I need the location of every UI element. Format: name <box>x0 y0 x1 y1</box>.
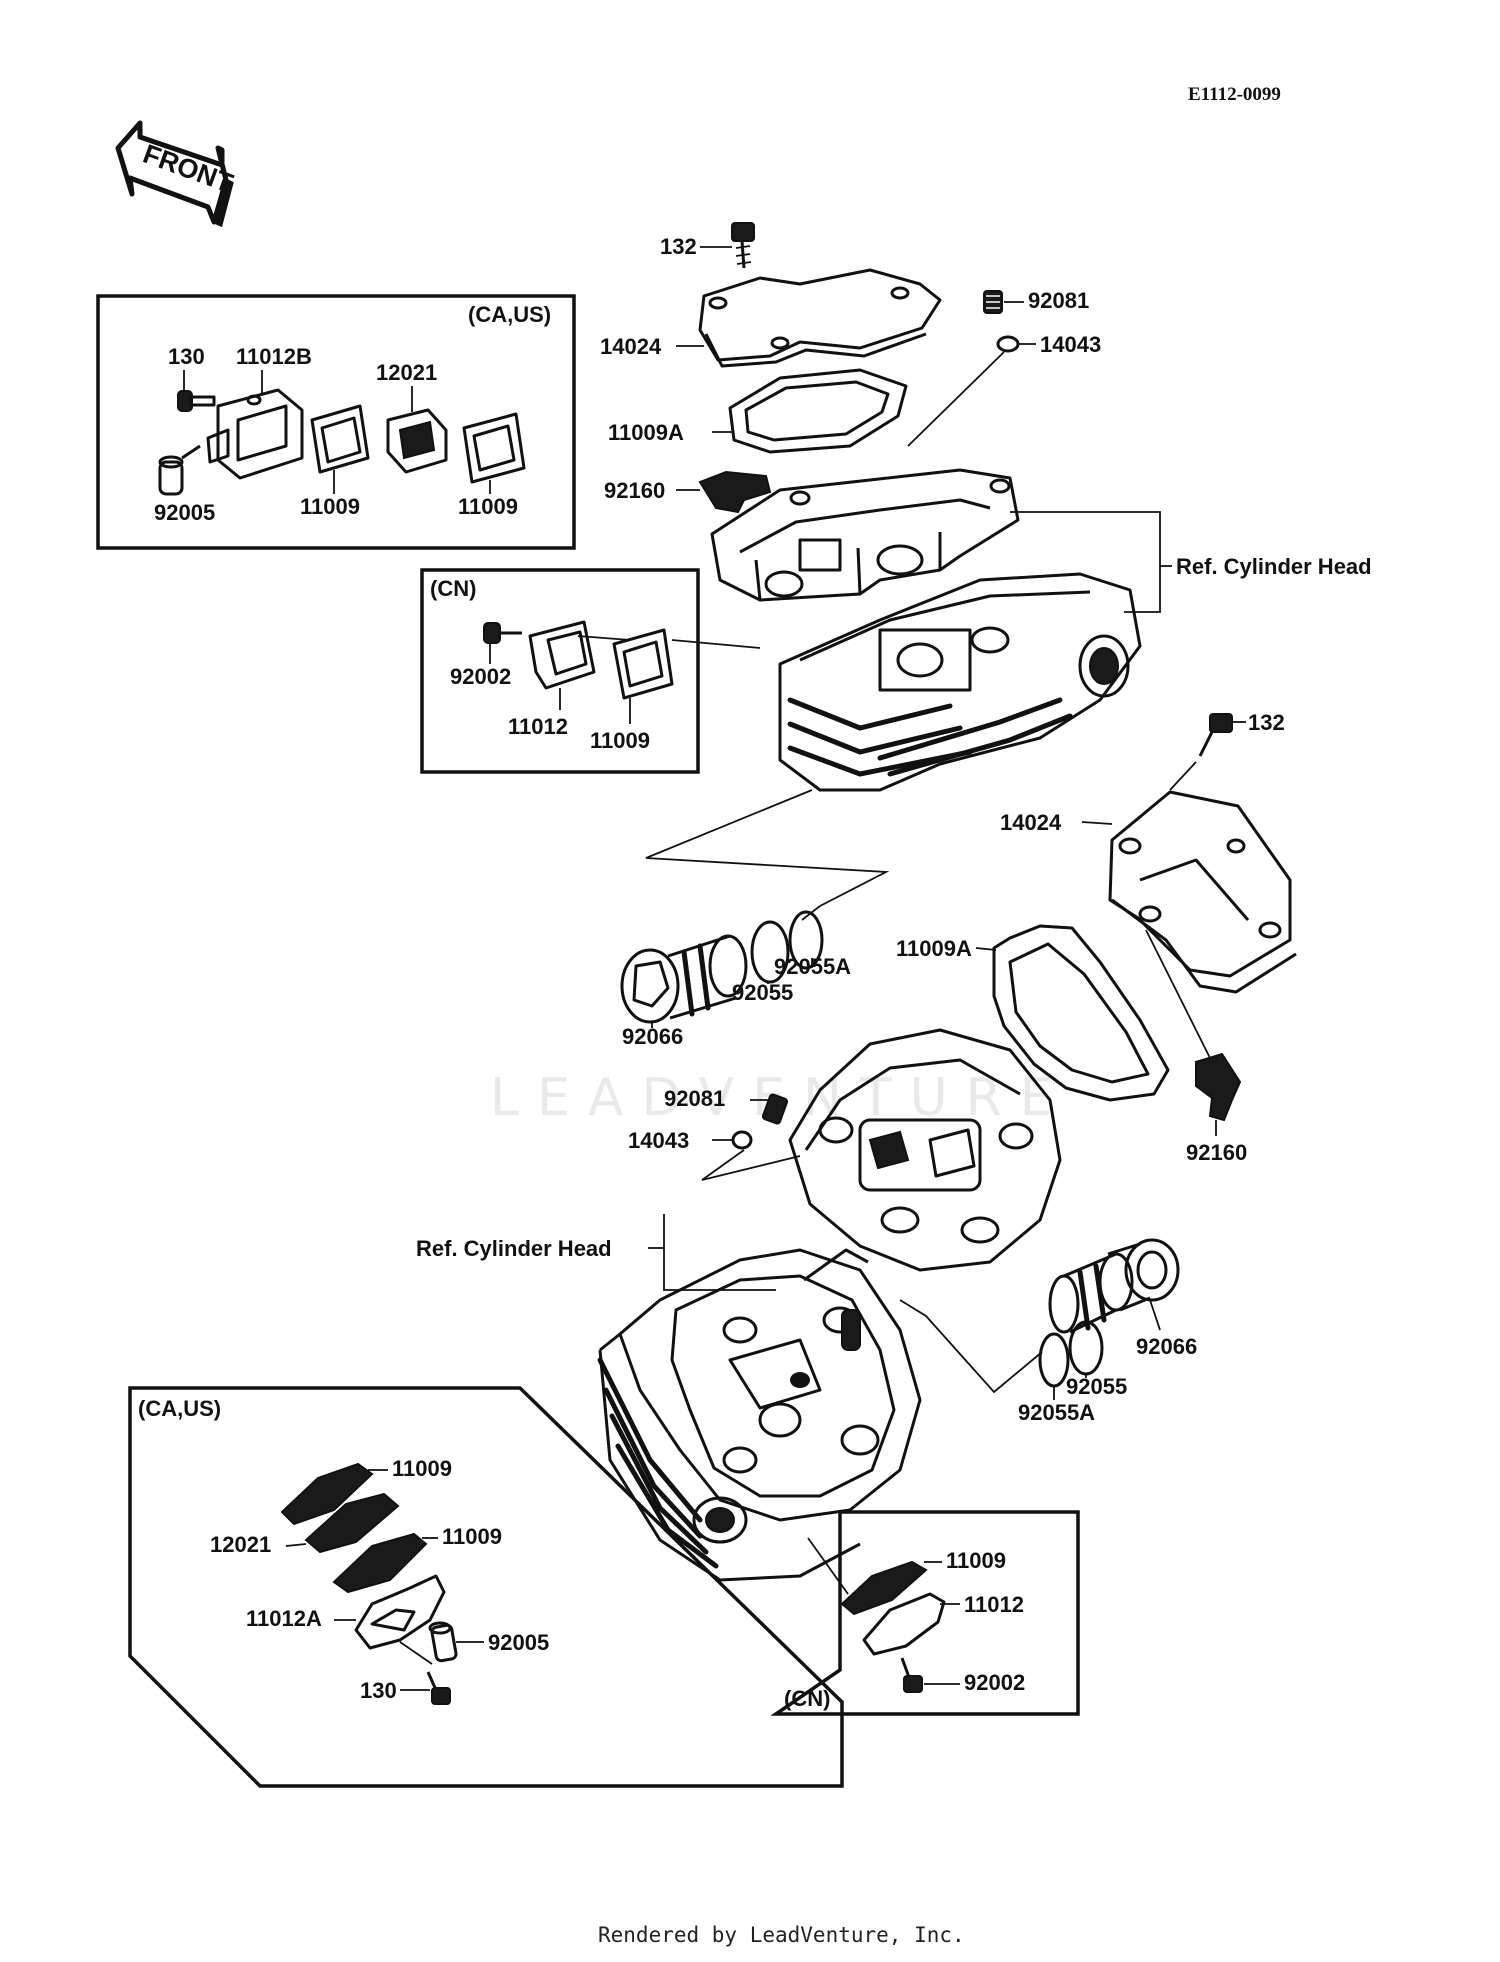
gasket-11009-top-cn-icon <box>612 628 674 700</box>
gasket-11009-a-icon <box>310 404 370 474</box>
box-ca-us-bottom: (CA,US) 11009 12021 11009 11012A 92005 <box>128 1386 844 1788</box>
bolt-92002-bottom-icon <box>900 1657 923 1693</box>
ball-14043-lower-icon <box>731 1130 753 1150</box>
diagram-code: E1112-0099 <box>1188 84 1281 105</box>
box-cn-top: (CN) 92002 11012 11009 <box>420 568 761 774</box>
ref-cylinder-head-lower: Ref. Cylinder Head <box>416 1236 612 1261</box>
cover-14024-right-icon <box>1108 790 1297 994</box>
label-92002-bottom: 92002 <box>964 1670 1025 1695</box>
cap-92160-top-icon <box>698 470 772 514</box>
spring-92081-top-icon <box>983 290 1003 314</box>
holder-11012A-bottom-icon <box>354 1574 446 1650</box>
valve-12021-bottom-icon <box>304 1492 400 1554</box>
label-11012B: 11012B <box>236 344 312 369</box>
label-14024-top: 14024 <box>600 334 662 359</box>
oring-92055A-lower-icon <box>1038 1332 1070 1388</box>
cover-11012-bottom-icon <box>862 1592 946 1656</box>
label-92002-top: 92002 <box>450 664 511 689</box>
label-92005: 92005 <box>154 500 215 525</box>
box-cn-bottom-region: (CN) <box>784 1686 830 1711</box>
gasket-11009-bottom-b-icon <box>332 1532 428 1594</box>
ref-cylinder-head-top: Ref. Cylinder Head <box>1176 554 1372 579</box>
label-92005-bottom: 92005 <box>488 1630 549 1655</box>
label-12021: 12021 <box>376 360 437 385</box>
gasket-11009A-right-icon <box>992 924 1170 1102</box>
oring-92055-lower-icon <box>1068 1320 1104 1376</box>
gasket-11009-b-icon <box>462 412 526 484</box>
cover-11012-top-icon <box>528 620 596 690</box>
label-11009-top-cn: 11009 <box>590 728 650 753</box>
label-132-top: 132 <box>660 234 697 259</box>
label-92055A-lower: 92055A <box>1018 1400 1095 1425</box>
rocker-case-lower-icon <box>788 1028 1062 1272</box>
spring-92081-lower-icon <box>761 1093 789 1125</box>
gasket-11009-bottom-a-icon <box>280 1462 374 1526</box>
label-14043-top: 14043 <box>1040 332 1101 357</box>
box-ca-us-top-region: (CA,US) <box>468 302 551 327</box>
label-12021-bottom: 12021 <box>210 1532 271 1557</box>
label-92160-top: 92160 <box>604 478 665 503</box>
label-11009-a: 11009 <box>300 494 360 519</box>
label-11012A-bottom: 11012A <box>246 1606 322 1631</box>
label-14024-right: 14024 <box>1000 810 1062 835</box>
label-92160-right: 92160 <box>1186 1140 1247 1165</box>
label-11009A-right: 11009A <box>896 936 972 961</box>
cylinder-head-top-icon <box>778 572 1142 792</box>
plug-92066-top-icon <box>620 934 748 1024</box>
label-130: 130 <box>168 344 205 369</box>
front-arrow-icon: FRONT <box>115 120 237 228</box>
label-92066-lower: 92066 <box>1136 1334 1197 1359</box>
label-11009A-top: 11009A <box>608 420 684 445</box>
bolt-92002-top-icon <box>483 622 501 644</box>
label-92055-top: 92055 <box>732 980 793 1005</box>
gasket-11009-bottom-cn-icon <box>840 1560 928 1616</box>
cover-14024-top-icon <box>698 268 942 368</box>
oring-92055A-top-icon <box>788 910 824 970</box>
valve-12021-icon <box>386 408 448 474</box>
label-130-bottom: 130 <box>360 1678 397 1703</box>
label-92081-top: 92081 <box>1028 288 1089 313</box>
holder-11012B-icon <box>206 388 304 480</box>
label-14043-lower: 14043 <box>628 1128 689 1153</box>
pipe-92005-bottom-icon <box>428 1621 458 1663</box>
cylinder-head-lower-icon <box>597 1248 922 1582</box>
label-92081-lower: 92081 <box>664 1086 725 1111</box>
label-11012-top: 11012 <box>508 714 568 739</box>
rocker-case-top-icon <box>710 468 1020 602</box>
bolt-132-right-icon <box>1198 713 1233 757</box>
cap-92160-right-icon <box>1195 1052 1242 1122</box>
bolt-132-top-icon <box>731 222 755 269</box>
oring-92055-top-icon <box>750 920 790 984</box>
label-11009-bottom-a: 11009 <box>392 1456 452 1481</box>
label-11009-b: 11009 <box>458 494 518 519</box>
box-cn-bottom: (CN) 11009 11012 92002 <box>770 1510 1080 1716</box>
label-11009-bottom-cn: 11009 <box>946 1548 1006 1573</box>
box-ca-us-bottom-region: (CA,US) <box>138 1396 221 1421</box>
label-132-right: 132 <box>1248 710 1285 735</box>
box-ca-us-top: (CA,US) 130 <box>96 294 576 550</box>
bolt-130-bottom-icon <box>426 1671 451 1705</box>
label-92055-lower: 92055 <box>1066 1374 1127 1399</box>
label-11009-bottom-b: 11009 <box>442 1524 502 1549</box>
plug-92066-lower-icon <box>1048 1238 1180 1334</box>
label-92066-top: 92066 <box>622 1024 683 1049</box>
ball-14043-top-icon <box>996 335 1020 353</box>
bolt-130-icon <box>177 390 193 412</box>
pipe-92005-icon <box>158 444 201 496</box>
label-11012-bottom: 11012 <box>964 1592 1024 1617</box>
gasket-11009A-top-icon <box>728 368 908 454</box>
footer-credit: Rendered by LeadVenture, Inc. <box>598 1923 965 1947</box>
box-cn-top-region: (CN) <box>430 576 476 601</box>
